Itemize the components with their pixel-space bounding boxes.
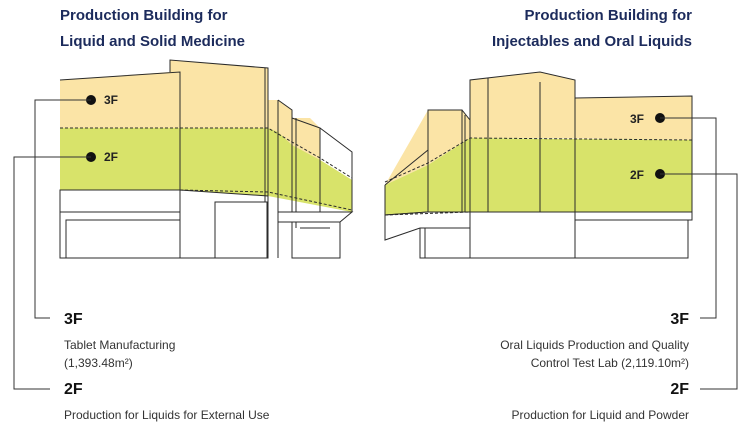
right-awning [384,211,471,241]
right-leader-3f [660,117,717,319]
left-ground [59,189,181,213]
left-building-title: Production Building for Liquid and Solid… [60,3,245,55]
right-tower-lower [469,211,576,259]
left-legend-3f-desc-1: Tablet Manufacturing [64,338,176,352]
right-title-line1: Production Building for [524,7,692,24]
left-legend-3f-floor: 3F [64,311,83,328]
left-porch [291,222,341,259]
right-legend-2f: 2F Production for Liquid and Powder [512,380,689,424]
left-tower-lower [214,201,268,259]
right-legend-2f-floor: 2F [670,381,689,398]
left-floor2-band [60,128,352,212]
left-title-line1: Production Building for [60,7,228,24]
left-building [59,59,354,259]
right-building-title: Production Building for Injectables and … [492,3,692,55]
right-lower-wall [574,219,689,259]
left-legend-3f-desc-2: (1,393.48m²) [64,356,133,370]
left-floor-line-3f [60,127,353,179]
right-markers: 3F 2F [630,112,738,390]
right-floor3-band [385,72,692,185]
right-legend-2f-desc-1: Production for Liquid and Powder [511,408,689,422]
right-leader-2f [660,173,738,390]
right-title-line2: Injectables and Oral Liquids [491,33,692,50]
left-garage-door [65,219,181,259]
left-awning [277,211,354,223]
right-floor-line-2f [384,211,692,216]
left-legend-2f-floor: 2F [64,381,83,398]
left-markers: 3F 2F [13,93,118,390]
right-legend-3f-desc-2: Control Test Lab (2,119.10m²) [530,356,689,370]
right-outline-low [384,109,463,216]
left-floor-line-2f [60,189,353,211]
right-ground [574,211,693,221]
right-legend-3f-floor: 3F [670,311,689,328]
left-legend-2f-desc-1: Production for Liquids for External Use [64,408,270,422]
left-marker-3f-label: 3F [104,93,118,107]
left-leader-2f [13,156,91,390]
right-outline-low-edge [461,109,471,212]
right-marker-3f-label: 3F [630,112,644,126]
left-legend-2f: 2F Production for Liquids for External U… [64,380,269,424]
right-building [384,71,693,259]
left-title-line2: Liquid and Solid Medicine [60,33,246,50]
left-main-block [59,71,181,212]
right-porch [419,228,470,259]
right-floor-line-3f [384,137,693,183]
right-legend-3f: 3F Oral Liquids Production and Quality C… [500,310,689,372]
right-legend-3f-desc-1: Oral Liquids Production and Quality [500,338,689,352]
left-leader-3f [34,99,91,319]
right-marker-2f-label: 2F [630,168,644,182]
left-marker-2f-label: 2F [104,150,118,164]
left-legend-3f: 3F Tablet Manufacturing (1,393.48m²) [64,310,175,372]
